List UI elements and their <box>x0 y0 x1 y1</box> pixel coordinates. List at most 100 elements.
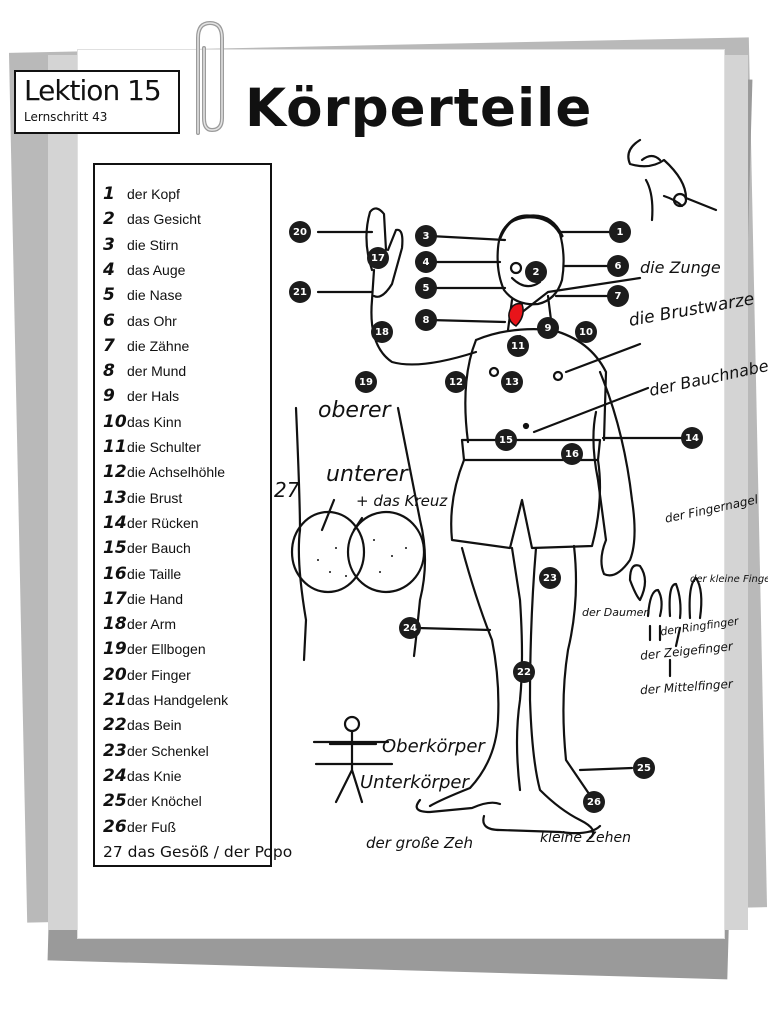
vocab-term: die Achselhöhle <box>127 464 226 481</box>
marker-11: 11 <box>507 335 529 357</box>
annotation-unterer: unterer <box>326 462 408 487</box>
annotation-zunge: die Zunge <box>640 258 721 277</box>
vocab-term: die Nase <box>127 287 183 304</box>
vocab-number: 14 <box>103 512 127 533</box>
vocab-term: die Stirn <box>127 236 179 253</box>
page-title: Körperteile <box>245 78 593 139</box>
vocab-term: das Ohr <box>127 312 177 329</box>
vocab-number: 10 <box>103 411 127 432</box>
vocab-term: das Bein <box>127 717 182 734</box>
vocab-number: 15 <box>103 538 127 559</box>
vocab-item: 3 die Stirn <box>103 233 178 257</box>
vocab-number: 1 <box>103 184 115 204</box>
marker-20: 20 <box>289 221 311 243</box>
vocab-number: 24 <box>103 765 127 786</box>
vocab-term: das Gesicht <box>127 211 201 228</box>
marker-25: 25 <box>633 757 655 779</box>
marker-21: 21 <box>289 281 311 303</box>
vocab-term: der Finger <box>127 666 191 683</box>
vocab-term: der Hals <box>127 388 180 405</box>
marker-23: 23 <box>539 567 561 589</box>
vocab-item: 1 der Kopf <box>103 182 180 206</box>
marker-16: 16 <box>561 443 583 465</box>
marker-5: 5 <box>415 277 437 299</box>
vocab-term: der Kopf <box>127 186 180 202</box>
vocab-number: 12 <box>103 462 127 483</box>
marker-22: 22 <box>513 661 535 683</box>
annotation-grosse-zeh: der große Zeh <box>366 834 474 852</box>
marker-17: 17 <box>367 247 389 269</box>
vocab-term: das Auge <box>127 261 186 278</box>
vocab-number: 23 <box>103 740 127 761</box>
vocab-term: der Knöchel <box>127 793 202 810</box>
vocab-number: 18 <box>103 614 127 635</box>
lesson-header: Lektion 15 Lernschritt 43 <box>14 70 180 134</box>
vocab-number: 17 <box>103 588 127 609</box>
marker-2: 2 <box>525 261 547 283</box>
marker-15: 15 <box>495 429 517 451</box>
marker-24: 24 <box>399 617 421 639</box>
vocab-term: der Schenkel <box>127 742 209 759</box>
vocab-number: 11 <box>103 437 127 457</box>
vocab-item: 2 das Gesicht <box>103 207 201 231</box>
vocab-number: 16 <box>103 563 127 584</box>
vocab-number: 22 <box>103 715 127 736</box>
vocab-number: 6 <box>103 310 115 331</box>
vocab-term: der Arm <box>127 616 177 633</box>
annotation-27: 27 <box>274 478 300 502</box>
vocab-number: 21 <box>103 690 127 710</box>
vocab-number: 3 <box>103 234 115 255</box>
vocab-number: 7 <box>103 335 115 356</box>
marker-19: 19 <box>355 371 377 393</box>
vocab-item: 6 das Ohr <box>103 309 177 333</box>
marker-3: 3 <box>415 225 437 247</box>
annotation-unterkoerper: Unterkörper <box>360 772 469 793</box>
annotation-kleine-zehen: kleine Zehen <box>540 830 631 846</box>
vocab-number: 19 <box>103 639 127 660</box>
marker-4: 4 <box>415 251 437 273</box>
vocab-number: 2 <box>103 209 115 230</box>
vocab-term: der Bauch <box>127 540 191 557</box>
marker-9: 9 <box>537 317 559 339</box>
annotation-daumen: der Daumen <box>582 606 651 619</box>
vocab-term: die Schulter <box>127 439 201 455</box>
marker-14: 14 <box>681 427 703 449</box>
marker-13: 13 <box>501 371 523 393</box>
vocab-term: die Brust <box>127 489 183 506</box>
marker-12: 12 <box>445 371 467 393</box>
marker-7: 7 <box>607 285 629 307</box>
vocab-term: der Ellbogen <box>127 641 206 658</box>
vocab-term: das Knie <box>127 767 182 784</box>
annotation-oberkoerper: Oberkörper <box>382 736 485 757</box>
marker-10: 10 <box>575 321 597 343</box>
marker-18: 18 <box>371 321 393 343</box>
vocab-term: die Taille <box>127 565 182 582</box>
marker-1: 1 <box>609 221 631 243</box>
annotation-oberer: oberer <box>318 398 391 423</box>
lesson-title: Lektion 15 <box>24 74 162 107</box>
vocab-term: der Fuß <box>127 818 177 835</box>
vocab-number: 26 <box>103 816 127 837</box>
marker-26: 26 <box>583 791 605 813</box>
lesson-step: Lernschritt 43 <box>24 110 108 124</box>
